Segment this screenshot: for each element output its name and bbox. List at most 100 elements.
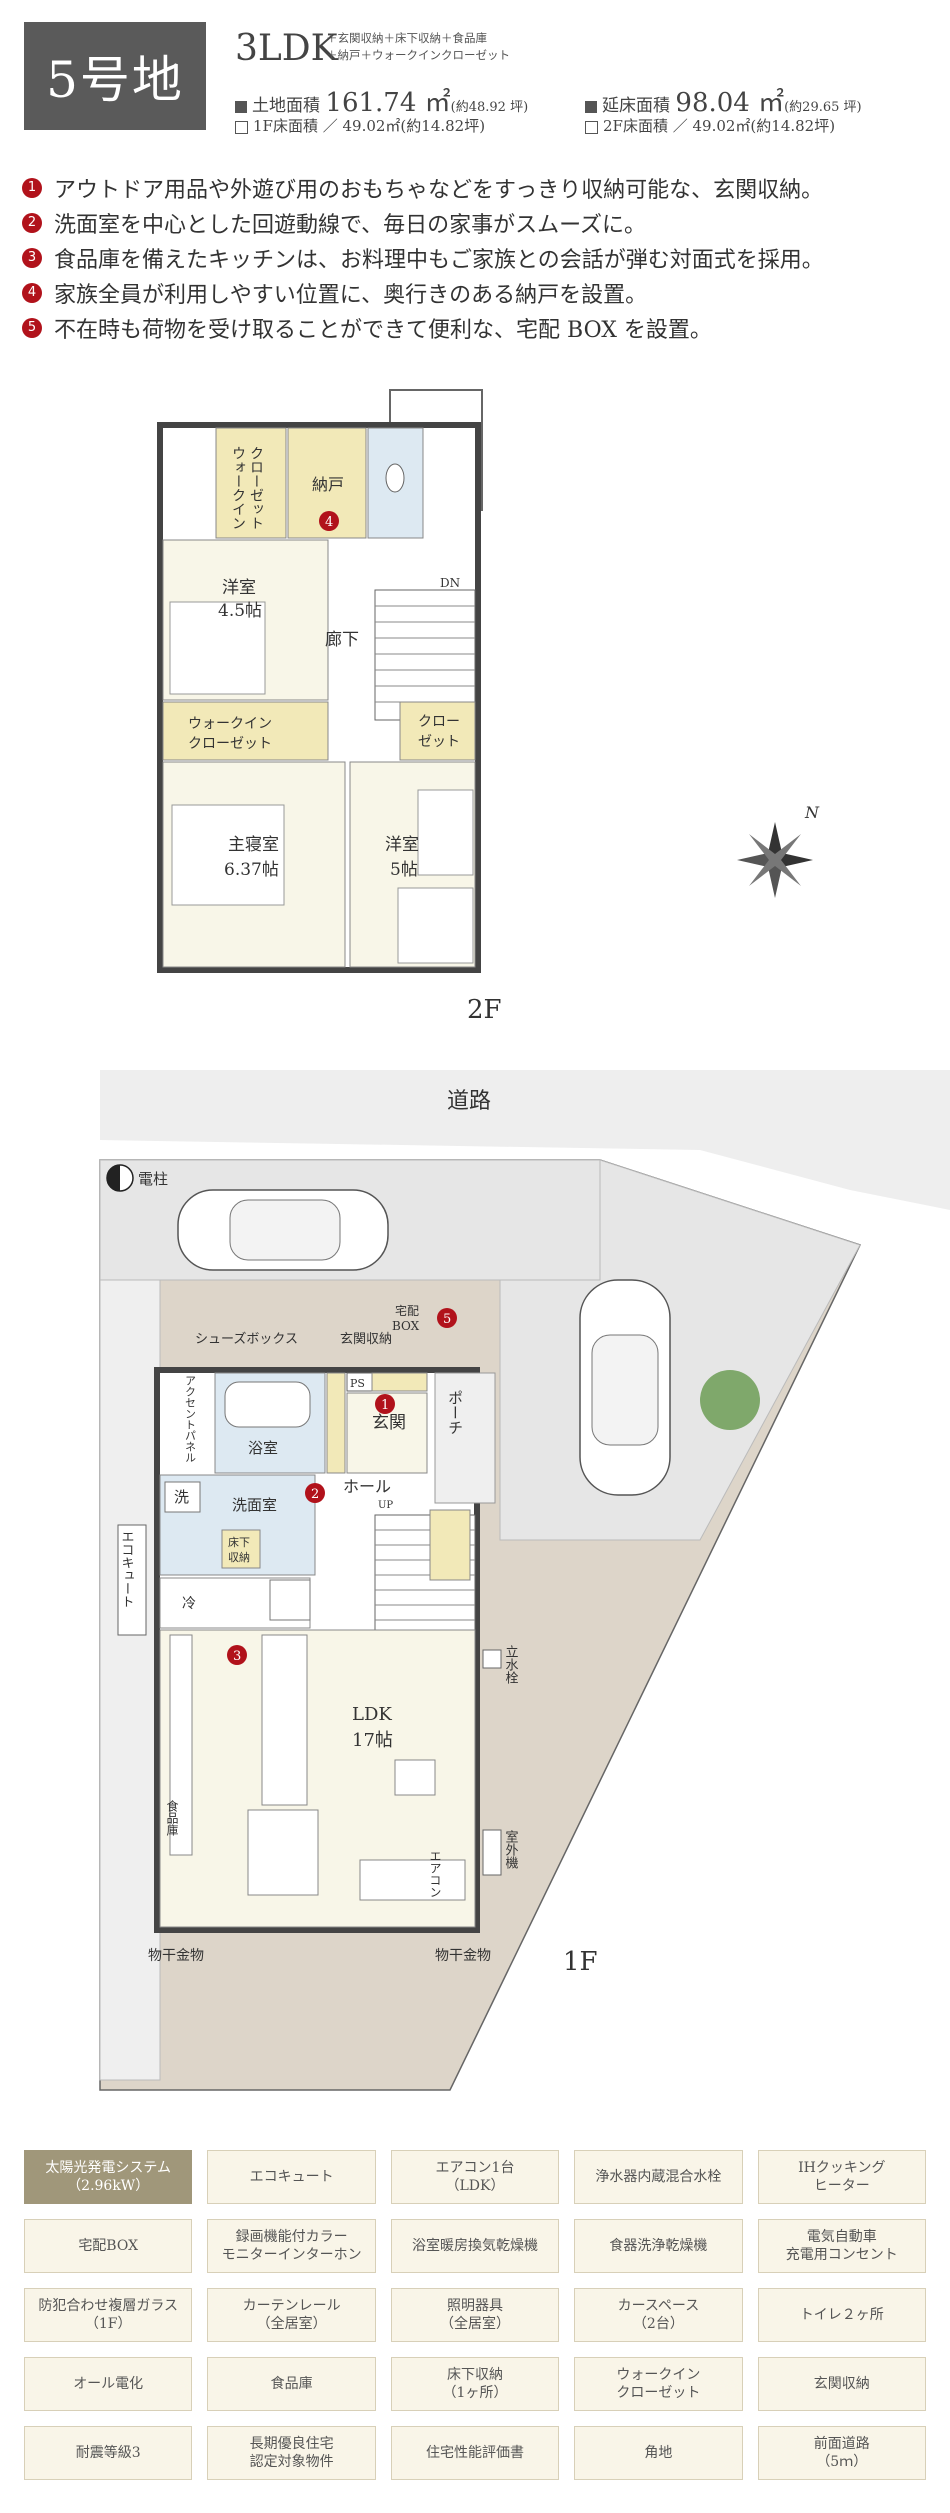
equipment-item: 前面道路 （5ｍ） <box>757 2426 926 2480</box>
outdoor-unit <box>482 1829 502 1876</box>
desk-icon <box>417 789 474 876</box>
equipment-item: 浴室暖房換気乾燥機 <box>390 2219 560 2273</box>
road <box>100 1070 950 1210</box>
washroom-label: 洗面室 <box>232 1496 277 1514</box>
entrance-storage <box>371 1372 428 1392</box>
floor1-area: 1F床面積 ／ 49.02㎡(約14.82坪) <box>235 115 485 136</box>
equipment-item: 電気自動車 充電用コンセント <box>757 2219 926 2273</box>
equipment-item: 食器洗浄乾燥機 <box>574 2219 743 2273</box>
equipment-item: オール電化 <box>24 2357 193 2411</box>
outdoor-unit-label: 室外機 <box>503 1829 519 1869</box>
coffee-table-icon <box>394 1759 436 1796</box>
faucet-icon <box>482 1649 502 1669</box>
equipment-item: トイレ２ヶ所 <box>757 2288 926 2342</box>
underfloor-storage-label: 床下 <box>228 1535 250 1549</box>
aircon-label: エアコン <box>428 1850 442 1898</box>
svg-text:4: 4 <box>325 515 333 530</box>
floor-1f-label: 1F <box>563 1947 598 1977</box>
equipment-item: 照明器具 （全居室） <box>390 2288 560 2342</box>
lot-label: 5号地 <box>46 51 184 109</box>
accent-panel-label: アクセントパネル <box>184 1375 197 1463</box>
svg-text:BOX: BOX <box>392 1319 420 1333</box>
pole-label: 電柱 <box>138 1170 168 1188</box>
svg-text:クロー: クロー <box>418 714 460 730</box>
bathtub-icon <box>224 1381 311 1428</box>
svg-text:クローゼット: クローゼット <box>248 446 264 530</box>
youshitsu2-size: 5帖 <box>390 860 418 880</box>
svg-text:クローゼット: クローゼット <box>188 736 272 752</box>
layout-type: 3LDK <box>235 28 338 69</box>
equipment-item: IHクッキング ヒーター <box>757 2150 926 2204</box>
svg-text:5: 5 <box>443 1312 451 1327</box>
svg-text:3: 3 <box>233 1649 241 1664</box>
equipment-item: 浄水器内蔵混合水栓 <box>574 2150 743 2204</box>
porch <box>434 1372 496 1504</box>
square-icon <box>585 100 597 113</box>
ecocute-label: エコキュート <box>119 1530 134 1608</box>
pantry <box>169 1634 193 1856</box>
marker-1 <box>375 1394 395 1414</box>
dn-label: DN <box>440 576 460 590</box>
compass-n-label: N <box>804 803 820 822</box>
equipment-item: ウォークイン クローゼット <box>574 2357 743 2411</box>
youshitsu1-size: 4.5帖 <box>218 601 262 621</box>
equipment-item: エコキュート <box>207 2150 376 2204</box>
marker-4 <box>319 511 339 531</box>
sofa-icon <box>359 1859 466 1901</box>
master-size: 6.37帖 <box>224 860 279 880</box>
ecocute-unit <box>117 1524 147 1636</box>
square-icon <box>235 100 247 113</box>
marker-5 <box>437 1308 457 1328</box>
ldk-size: 17帖 <box>352 1730 393 1751</box>
entrance-storage-label: 玄関収納 <box>340 1332 392 1347</box>
equipment-grid: 太陽光発電システム （2.96kW） エコキュートエアコン1台 （LDK） 浄水器内… <box>24 2150 926 2480</box>
stove-icon <box>269 1579 311 1621</box>
equipment-item: カーテンレール （全居室） <box>207 2288 376 2342</box>
marker-2 <box>305 1483 325 1503</box>
kitchen-counter <box>261 1634 308 1806</box>
laundry-hanger-left: 物干金物 <box>148 1948 204 1964</box>
nando-label: 納戸 <box>312 475 344 494</box>
equipment-item: 録画機能付カラー モニターインターホン <box>207 2219 376 2273</box>
equipment-item: 太陽光発電システム （2.96kW） <box>24 2150 193 2204</box>
total-floor-area: 延床面積 98.04 ㎡(約29.65 坪) <box>585 82 862 119</box>
underfloor-storage <box>221 1529 261 1569</box>
wic-middle-label: ウォークイン <box>188 716 272 732</box>
bed-icon <box>397 887 474 964</box>
genkan-label: 玄関 <box>372 1413 406 1433</box>
master-label: 主寝室 <box>228 834 279 855</box>
closet-right <box>399 701 476 761</box>
car-icon <box>177 1189 389 1271</box>
washer-label: 洗 <box>174 1488 189 1506</box>
bed-icon <box>171 804 285 906</box>
equipment-item: 住宅性能評価書 <box>390 2426 560 2480</box>
youshitsu2-label: 洋室 <box>385 835 419 855</box>
porch-label: ポーチ <box>446 1390 464 1435</box>
hall-label: ホール <box>343 1477 391 1496</box>
floor-plan-2f: ウォークイン クローゼット 納戸 4 洋室 4.5帖 廊下 DN ウォークイン … <box>157 389 820 1025</box>
equipment-item: エアコン1台 （LDK） <box>390 2150 560 2204</box>
fridge-label: 冷 <box>182 1596 196 1612</box>
lot-number-box: 5号地 <box>24 22 206 130</box>
washing-machine-icon <box>164 1481 201 1513</box>
square-outline-icon <box>585 120 598 134</box>
ps-label: PS <box>350 1377 365 1390</box>
svg-text:1: 1 <box>381 1398 389 1413</box>
youshitsu1-label: 洋室 <box>222 578 256 598</box>
car-icon <box>579 1279 671 1496</box>
accent-panel <box>326 1372 346 1474</box>
wic-middle <box>162 701 329 761</box>
compass-icon <box>737 822 813 898</box>
floor-plan-1f: 道路 電柱 浴室 アクセントパネル PS 玄関 1 玄関収納 シューズボックス … <box>99 1070 950 2091</box>
wic-top-label: ウォークイン <box>230 446 246 530</box>
equipment-item: カースペース （2台） <box>574 2288 743 2342</box>
equipment-item: 玄関収納 <box>757 2357 926 2411</box>
square-outline-icon <box>235 120 248 134</box>
wic-top <box>215 427 287 539</box>
